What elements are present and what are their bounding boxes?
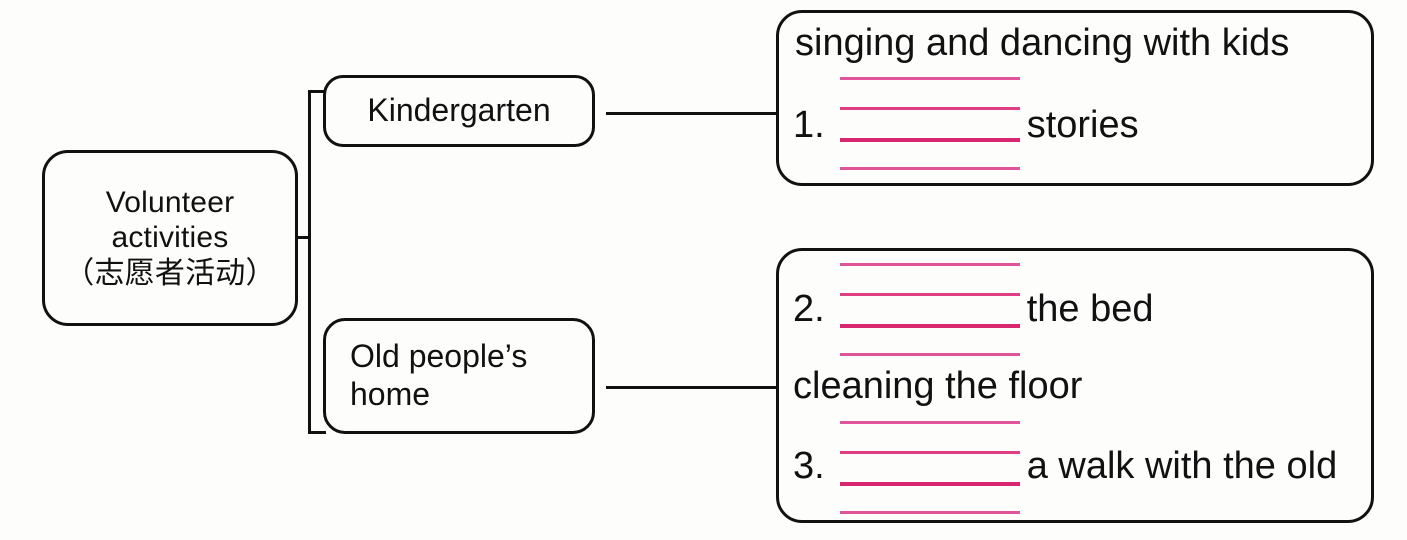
node-old-peoples-home[interactable]: Old people’s home <box>323 318 595 434</box>
node-volunteer-activities[interactable]: Volunteer activities （志愿者活动） <box>42 150 298 326</box>
answer-number-3: 3. <box>793 445 825 487</box>
answer-tail-3: a walk with the old <box>1026 445 1338 487</box>
node-kindergarten-label: Kindergarten <box>367 92 551 129</box>
answer-row-3[interactable]: 3. a walk with the old <box>793 445 1337 488</box>
ruled-line-baseline <box>840 482 1020 486</box>
connector-branch-stub-kindergarten <box>308 90 326 93</box>
ruled-line-baseline <box>840 138 1020 142</box>
node-old-peoples-home-label: Old people’s home <box>350 338 528 412</box>
ruled-line-midline <box>840 293 1020 296</box>
ruled-line-midline <box>840 107 1020 110</box>
node-kindergarten[interactable]: Kindergarten <box>323 75 595 147</box>
ruled-line-top <box>840 263 1020 266</box>
answer-tail-1: stories <box>1026 104 1139 146</box>
ruled-line-descender <box>840 167 1020 170</box>
panel-kindergarten-answers <box>776 10 1374 186</box>
connector-branch-stub-old-peoples-home <box>308 431 326 434</box>
ruled-line-top <box>840 77 1020 80</box>
ruled-line-baseline <box>840 324 1020 328</box>
ruled-line-midline <box>840 451 1020 454</box>
node-volunteer-activities-label: Volunteer activities （志愿者活动） <box>64 185 276 290</box>
answer-row-1[interactable]: 1. stories <box>793 104 1139 147</box>
panel-old-peoples-home-middle-text: cleaning the floor <box>793 365 1083 407</box>
ruled-line-top <box>840 421 1020 424</box>
answer-number-1: 1. <box>793 104 825 146</box>
ruled-line-descender <box>840 353 1020 356</box>
panel-kindergarten-heading: singing and dancing with kids <box>795 22 1290 64</box>
connector-lead-old-peoples-home-panel <box>606 386 778 389</box>
answer-row-2[interactable]: 2. the bed <box>793 288 1154 331</box>
answer-tail-2: the bed <box>1026 288 1154 330</box>
answer-number-2: 2. <box>793 288 825 330</box>
connector-lead-kindergarten-panel <box>606 112 778 115</box>
ruled-line-descender <box>840 511 1020 514</box>
connector-bracket-vertical <box>308 90 311 434</box>
connector-root-stub <box>298 236 311 239</box>
